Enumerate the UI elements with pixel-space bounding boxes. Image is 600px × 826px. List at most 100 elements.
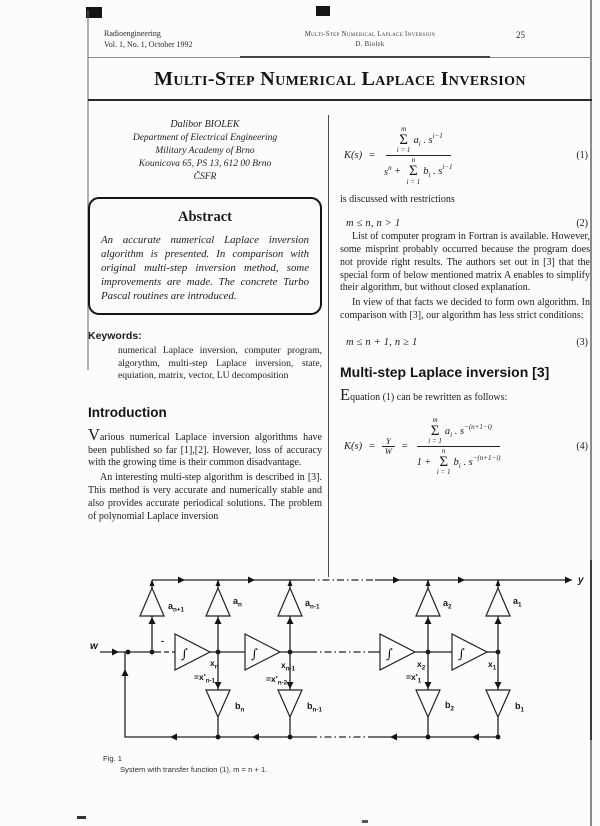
gain-b-n-1: bn-1: [277, 652, 322, 737]
svg-text:b2: b2: [445, 700, 455, 713]
title-rule: [88, 99, 592, 101]
scan-artifact: [316, 6, 330, 16]
svg-text:b1: b1: [515, 701, 525, 714]
denominator-lead: sn: [384, 164, 392, 179]
state-label: x1: [488, 659, 497, 672]
ratio-Y-over-W: Y W: [382, 436, 395, 457]
equation-1-lhs: K(s) =: [344, 150, 376, 162]
equation-2-body: m ≤ n, n > 1: [346, 218, 401, 230]
integrator-3: [379, 633, 417, 671]
gain-b-2: b2: [415, 652, 455, 737]
svg-text:an+1: an+1: [168, 601, 185, 614]
state-label: xn-1: [281, 660, 296, 673]
integrator-symbol: ∫: [181, 647, 188, 662]
svg-text:an-1: an-1: [305, 598, 320, 611]
author-address: Kounicova 65, PS 13, 612 00 Brno: [138, 159, 272, 170]
restrictions-text: is discussed with restrictions: [340, 193, 455, 205]
figure-caption-label: Fig. 1: [103, 754, 122, 763]
running-head: Multi-Step Numerical Laplace Inversion D…: [240, 30, 500, 49]
intro-paragraph-2: An interesting multi-step algorithm is d…: [88, 472, 322, 522]
output-label: y: [577, 575, 584, 586]
page-number: 25: [516, 30, 525, 40]
abstract-box: Abstract An accurate numerical Laplace i…: [88, 197, 322, 316]
intro-paragraph-1: Various numerical Laplace inversion algo…: [88, 424, 322, 469]
svg-text:an: an: [233, 596, 242, 609]
sum-symbol: m Σ i = 1: [396, 125, 411, 155]
signal-flow-diagram: y w - ∫ ∫ ∫ ∫: [90, 575, 584, 741]
equation-4-number: (4): [576, 440, 588, 452]
running-title: Multi-Step Numerical Laplace Inversion: [304, 31, 436, 38]
scan-edge-line: [590, 0, 592, 826]
sum-symbol: n Σ i = 1: [406, 156, 421, 186]
state-label: xn: [210, 658, 219, 671]
author-block: Dalibor BIOLEK Department of Electrical …: [88, 118, 322, 184]
gain-a-2: a2: [415, 579, 452, 652]
svg-text:bn: bn: [235, 701, 245, 714]
equation-3-number: (3): [576, 336, 588, 348]
scan-edge-line: [87, 10, 89, 370]
denominator-term: bi . si−1: [423, 163, 453, 180]
summing-node: [125, 649, 131, 655]
equation-2: m ≤ n, n > 1 (2): [340, 218, 590, 229]
gain-a-1: a1: [485, 579, 522, 652]
integrator-4: [451, 633, 489, 671]
gain-a-n: an: [205, 579, 242, 652]
equation-1-fraction: m Σ i = 1 ai . si−1 sn + n Σ i = 1 bi . …: [384, 125, 453, 186]
equation-1-number: (1): [576, 150, 588, 162]
abstract-text: An accurate numerical Laplace inversion …: [101, 234, 309, 303]
numerator-term: ai . si−1: [413, 132, 443, 149]
sum-symbol: n Σ i = 1: [436, 446, 451, 477]
rewrite-text: Equation (1) can be rewritten as follows…: [340, 384, 508, 404]
paper-title: Multi-Step Numerical Laplace Inversion: [154, 68, 526, 90]
svg-text:a1: a1: [513, 596, 522, 609]
integrator-2: [244, 633, 282, 671]
scan-artifact: [86, 7, 102, 18]
denominator-lead: 1: [416, 456, 422, 468]
right-paragraph-2: In view of that facts we decided to form…: [340, 297, 590, 322]
author-institution: Military Academy of Brno: [155, 145, 255, 156]
feedback-node: [495, 734, 501, 740]
state-deriv-label: =x'n-1: [194, 672, 216, 685]
state-deriv-label: =x'1: [406, 672, 422, 685]
author-department: Department of Electrical Engineering: [132, 132, 278, 143]
journal-name: Radioengineering: [104, 29, 161, 38]
figure-caption: Fig. 1 System with transfer function (1)…: [103, 753, 267, 776]
left-column: Dalibor BIOLEK Department of Electrical …: [88, 112, 322, 523]
scan-artifact: [362, 820, 368, 823]
section-heading-multistep: Multi-step Laplace inversion [3]: [340, 363, 550, 380]
figure-1-diagram: y w - ∫ ∫ ∫ ∫: [70, 572, 596, 772]
journal-header: Radioengineering Vol. 1, No. 1, October …: [104, 29, 193, 51]
gain-b-n: bn: [205, 652, 245, 737]
equation-3: m ≤ n + 1, n ≥ 1 (3): [340, 337, 590, 348]
sum-symbol: m Σ i = 1: [428, 415, 442, 445]
integrator-symbol: ∫: [458, 647, 465, 662]
feedback-node: [425, 734, 431, 740]
equation-2-number: (2): [576, 218, 588, 230]
gain-a-n-1: an-1: [277, 579, 320, 652]
integrator-symbol: ∫: [386, 647, 393, 662]
integrator-1: [174, 633, 212, 671]
right-column: K(s) = m Σ i = 1 ai . si−1 sn + n: [340, 112, 590, 476]
running-author: D. Biolek: [355, 40, 385, 48]
input-label: w: [90, 641, 99, 652]
scan-edge-line: [590, 560, 592, 740]
feedback-node: [287, 734, 293, 740]
column-divider: [328, 115, 329, 577]
gain-b-1: b1: [485, 652, 525, 737]
journal-issue: Vol. 1, No. 1, October 1992: [104, 39, 193, 49]
feedback-node: [215, 734, 221, 740]
keywords-text: numerical Laplace inversion, computer pr…: [118, 345, 322, 382]
state-deriv-label: =x'n-2: [266, 674, 288, 687]
keywords-heading: Keywords:: [88, 330, 142, 343]
numerator-term: ai . s−(n+1−i): [444, 422, 492, 439]
minus-sign: -: [161, 636, 164, 646]
author-country: ČSFR: [193, 172, 217, 183]
right-paragraph-1: List of computer program in Fortran is a…: [340, 231, 590, 294]
abstract-heading: Abstract: [178, 209, 232, 226]
figure-caption-text: System with transfer function (1), m = n…: [120, 765, 268, 775]
equation-4-lhs: K(s) = Y W =: [344, 435, 408, 457]
section-heading-introduction: Introduction: [88, 404, 167, 420]
author-name: Dalibor BIOLEK: [170, 119, 240, 130]
state-label: x2: [417, 659, 426, 672]
